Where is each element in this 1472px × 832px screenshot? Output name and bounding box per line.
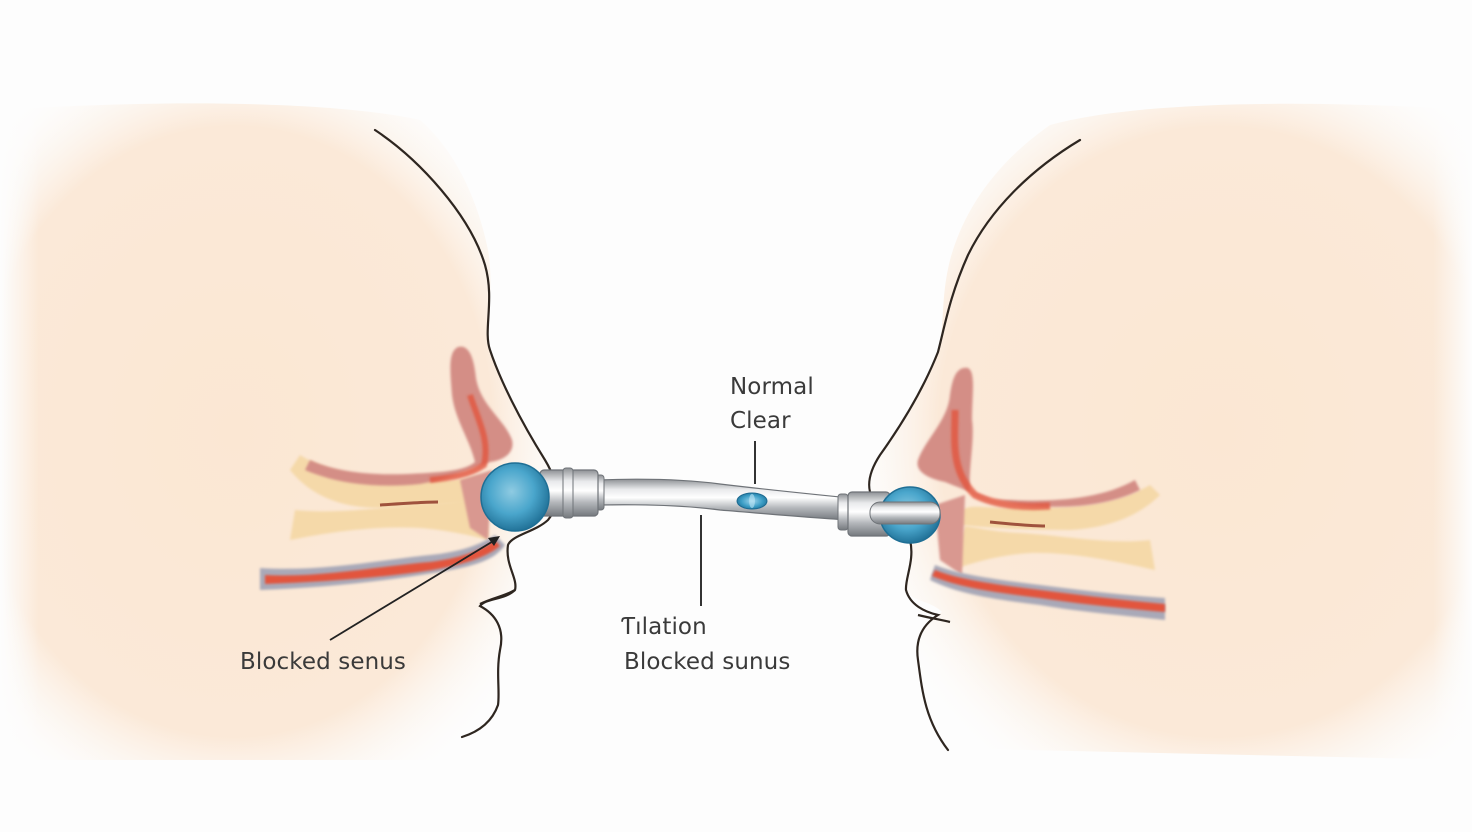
right-sinus-anatomy [917, 367, 1165, 620]
label-normal: Normal [730, 374, 814, 400]
blocked-sinus-pointer [329, 539, 496, 641]
leader-lines [329, 441, 756, 641]
label-blocked-sinus-center: Blocked sunus [624, 649, 791, 675]
arrow-head-icon [488, 536, 500, 546]
label-dilation: Ƭılation [621, 614, 707, 640]
left-sinus-anatomy [260, 346, 513, 590]
left-face-profile [0, 100, 558, 770]
left-balloon [480, 462, 550, 532]
right-balloon [869, 486, 941, 544]
dilation-instrument [539, 467, 891, 537]
label-blocked-sinus-left: Blocked senus [240, 649, 407, 675]
label-clear: Clear [730, 408, 791, 434]
